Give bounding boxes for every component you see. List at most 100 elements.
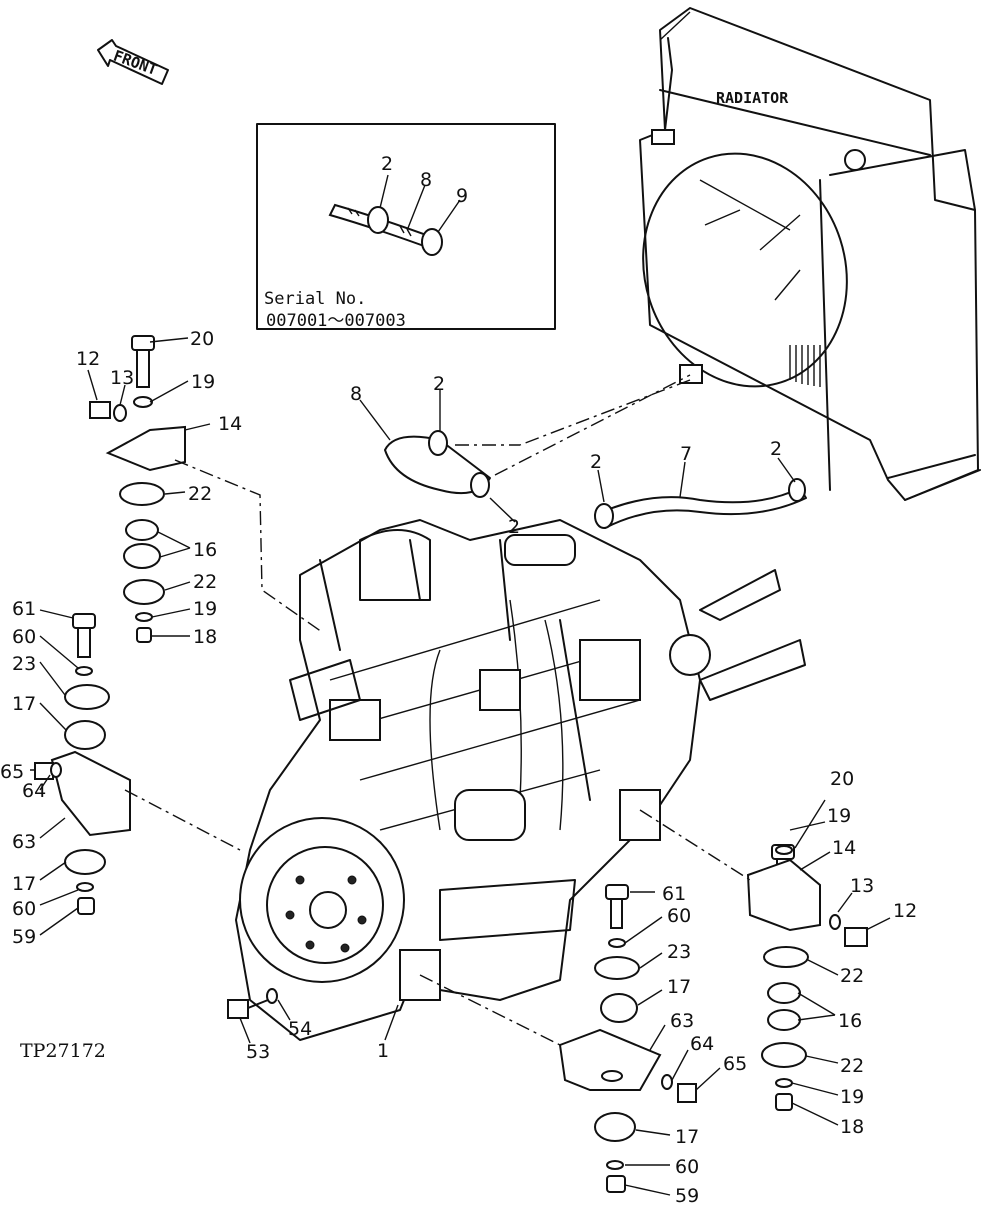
callout-16: 16	[193, 539, 217, 561]
oil-cooler	[289, 659, 361, 721]
rear-right-mount-stack: 20 19 14 13 12 22 16 22 19 18	[639, 768, 917, 1138]
callout-18: 18	[193, 626, 217, 648]
serial-inset: 2 8 9 Serial No. 007001～007003	[256, 123, 556, 331]
cushion-16-bottom	[123, 543, 161, 569]
inset-clamp-right	[421, 228, 443, 256]
water-pump-pulley	[669, 634, 711, 676]
callout-22-right: 22	[840, 965, 864, 987]
callout-60-right: 60	[667, 905, 691, 927]
nut-59	[77, 897, 95, 915]
radiator-fins	[789, 345, 821, 387]
washer-19-right	[775, 845, 793, 855]
front-right-mount-stack: 61 60 23 17 63 64 65 17 60 59	[419, 883, 747, 1207]
cushion-16-right-top	[767, 982, 801, 1004]
engine-rear-foot	[619, 789, 661, 841]
injection-pump	[579, 639, 641, 701]
nut-59-right	[606, 1175, 626, 1193]
cushion-16-right-bottom	[767, 1009, 801, 1031]
inset-callout-8: 8	[420, 169, 432, 191]
hose-clamp-a	[428, 430, 448, 456]
callout-23: 23	[12, 653, 36, 675]
bolt-53	[227, 999, 249, 1019]
bracket-14-right	[746, 858, 821, 932]
hose-clamp-d	[788, 478, 806, 502]
cushion-22-bottom	[123, 579, 165, 605]
fuel-filter	[479, 669, 521, 711]
cushion-16-top	[125, 519, 159, 541]
callout-2-a: 2	[433, 373, 445, 395]
flywheel-bolt-group: 53 54 1	[227, 988, 399, 1063]
callout-2-b: 2	[508, 516, 520, 538]
bolt-61-right-head	[605, 884, 629, 900]
hose-clamp-c	[594, 503, 614, 529]
callout-22-lower: 22	[193, 571, 217, 593]
radiator-hose	[594, 487, 807, 529]
washer-60-right-lower	[606, 1160, 624, 1170]
callout-17-right-lower: 17	[675, 1126, 699, 1148]
figure-code: TP27172	[20, 1040, 106, 1062]
cushion-22-top	[119, 482, 165, 506]
engine	[235, 519, 806, 1041]
fan-blades	[699, 569, 806, 701]
hose-callouts: 8 2 2 2 7 2	[350, 373, 782, 538]
callout-1: 1	[377, 1040, 389, 1062]
thermostat-housing	[504, 534, 576, 566]
inset-frame	[256, 123, 556, 330]
radiator-outlet-fitting	[679, 364, 703, 384]
callout-65: 65	[0, 761, 24, 783]
callout-60: 60	[12, 626, 36, 648]
nut-18	[136, 627, 152, 643]
radiator: RADIATOR	[639, 7, 981, 501]
callout-19-right-lower: 19	[840, 1086, 864, 1108]
callout-14-right: 14	[832, 837, 856, 859]
bracket-14	[105, 425, 186, 472]
cushion-23	[64, 684, 110, 710]
bracket-63-right	[558, 1028, 662, 1091]
washer-54	[266, 988, 278, 1004]
callout-2-d: 2	[770, 438, 782, 460]
callout-61: 61	[12, 598, 36, 620]
callout-60-right-lower: 60	[675, 1156, 699, 1178]
washer-13	[113, 404, 127, 422]
callout-22-right-lower: 22	[840, 1055, 864, 1077]
callout-63: 63	[12, 831, 36, 853]
bolt-61-head	[72, 613, 96, 629]
callout-54: 54	[288, 1018, 312, 1040]
callout-18-right: 18	[840, 1116, 864, 1138]
callout-8: 8	[350, 383, 362, 405]
callout-64-right: 64	[690, 1033, 714, 1055]
washer-13-right	[829, 914, 841, 930]
callout-59-right: 59	[675, 1185, 699, 1207]
cushion-17-bottom	[64, 849, 106, 875]
bolt-65-right	[677, 1083, 697, 1103]
cushion-17-right-bottom	[594, 1112, 636, 1142]
radiator-bracket	[651, 129, 675, 145]
front-arrow-label: FRONT	[111, 47, 160, 79]
front-left-mount-stack: 61 60 23 17 65 64 63 17 60 59	[0, 598, 241, 948]
callout-2-c: 2	[590, 451, 602, 473]
washer-19	[133, 396, 153, 408]
callout-7: 7	[680, 443, 692, 465]
washer-60-lower	[76, 882, 94, 892]
front-arrow: FRONT	[97, 39, 169, 85]
callout-13: 13	[110, 367, 134, 389]
callout-59: 59	[12, 926, 36, 948]
callout-12: 12	[76, 348, 100, 370]
flywheel-center	[309, 891, 347, 929]
callout-63-right: 63	[670, 1010, 694, 1032]
callout-12-right: 12	[893, 900, 917, 922]
callout-53: 53	[246, 1041, 270, 1063]
washer-19-right-lower	[775, 1078, 793, 1088]
bracket-63-right-hole	[601, 1070, 623, 1082]
callout-13-right: 13	[850, 875, 874, 897]
callout-17-right: 17	[667, 976, 691, 998]
rear-left-mount-stack: 20 12 13 19 14 22 16 22 19 18	[76, 328, 323, 648]
washer-60	[75, 666, 93, 676]
cushion-17-top	[64, 720, 106, 750]
bolt-20-head	[131, 335, 155, 351]
cushion-23-right	[594, 956, 640, 980]
callout-64: 64	[22, 780, 46, 802]
callout-19-right: 19	[827, 805, 851, 827]
turbocharger	[359, 529, 431, 601]
